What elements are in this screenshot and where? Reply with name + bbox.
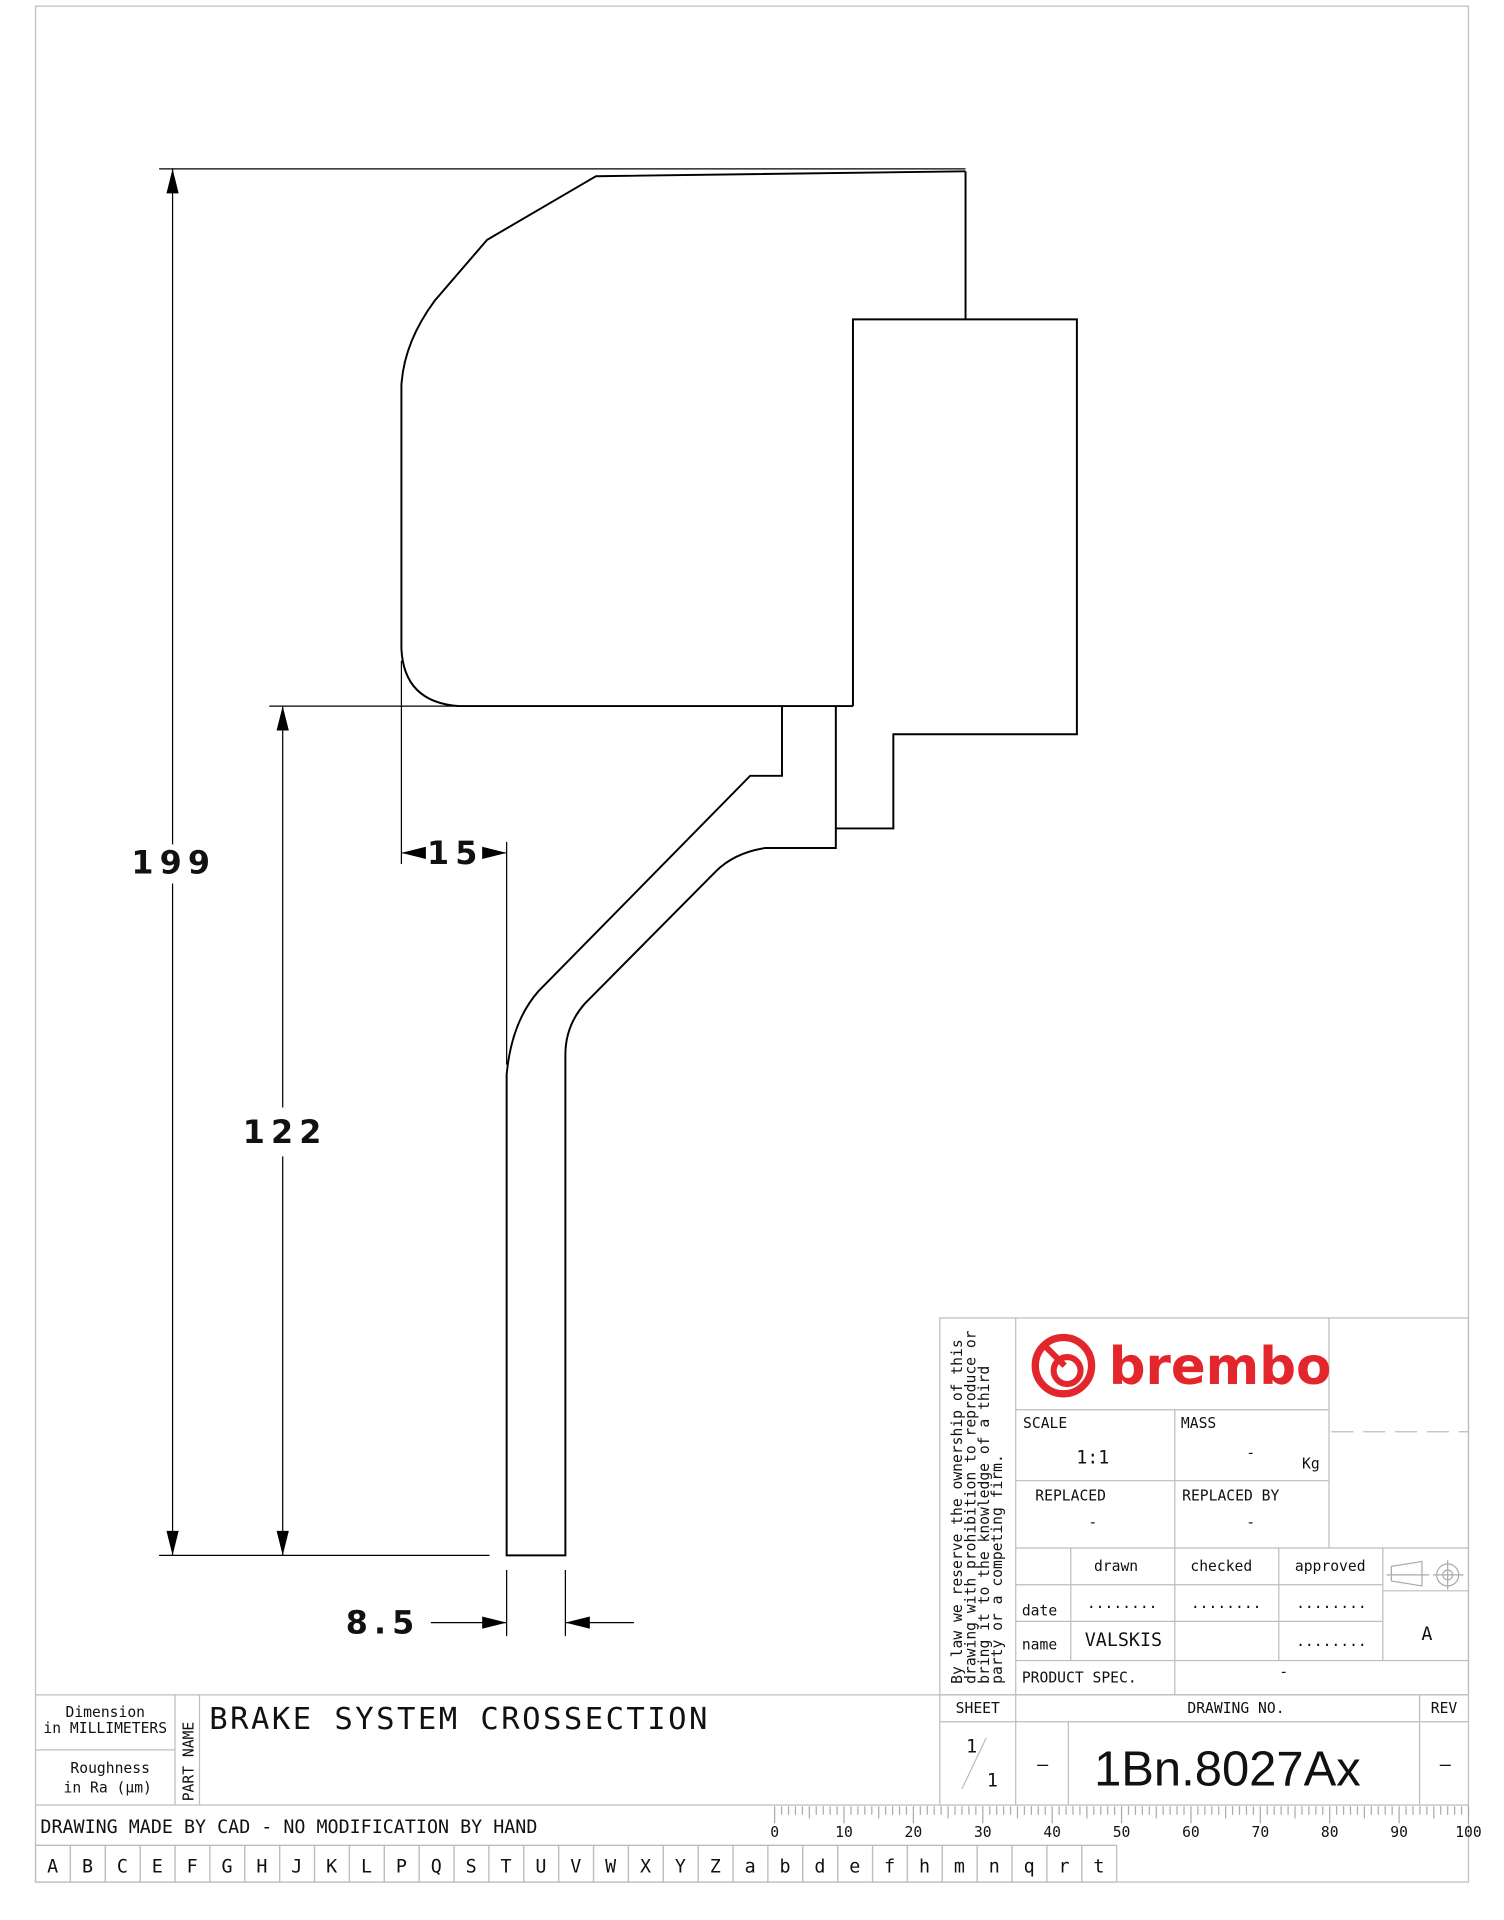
- replaced-label: REPLACED: [1035, 1487, 1106, 1504]
- name-label: name: [1022, 1637, 1057, 1654]
- scale-value: 1:1: [1076, 1448, 1109, 1469]
- letter-label: P: [396, 1856, 407, 1877]
- ruler-label: 70: [1251, 1824, 1269, 1841]
- letter-label: t: [1093, 1856, 1104, 1877]
- replaced-by-value: -: [1246, 1514, 1255, 1531]
- sheet-label: SHEET: [956, 1700, 1000, 1717]
- letter-label: b: [780, 1856, 791, 1877]
- legal-note: By law we reserve the ownership of this …: [949, 1330, 1006, 1683]
- ruler-label: 90: [1390, 1824, 1408, 1841]
- letter-label: V: [570, 1856, 581, 1877]
- replaced-by-label: REPLACED BY: [1182, 1487, 1279, 1504]
- roughness-unit: in Ra (µm): [64, 1780, 152, 1797]
- letter-label: Q: [431, 1856, 442, 1877]
- letter-label: n: [989, 1856, 1000, 1877]
- date-approved: ........: [1296, 1595, 1367, 1612]
- part-name: BRAKE SYSTEM CROSSECTION: [209, 1702, 710, 1737]
- sheet-slash: [961, 1737, 987, 1790]
- drawn-label: drawn: [1094, 1558, 1138, 1575]
- letter-label: e: [849, 1856, 860, 1877]
- letter-label: h: [919, 1856, 930, 1877]
- letter-label: r: [1059, 1856, 1070, 1877]
- letter-label: B: [82, 1856, 93, 1877]
- brembo-logo: brembo: [1031, 1333, 1332, 1398]
- rev-value: —: [1440, 1755, 1452, 1776]
- scale-ruler: 0 10 20 30 40 50 60 70 80 90 100: [770, 1806, 1482, 1841]
- scale-label: SCALE: [1023, 1415, 1067, 1432]
- ruler-label: 40: [1043, 1824, 1061, 1841]
- checked-label: checked: [1190, 1558, 1252, 1575]
- svg-text:brembo: brembo: [1109, 1337, 1332, 1397]
- letter-label: U: [535, 1856, 546, 1877]
- dim-overall-height: 199: [131, 844, 216, 882]
- mass-unit: Kg: [1302, 1455, 1320, 1472]
- replaced-value: -: [1088, 1514, 1097, 1531]
- letter-label: W: [605, 1856, 617, 1877]
- letter-label: A: [47, 1856, 58, 1877]
- letter-label: G: [222, 1856, 233, 1877]
- ruler-label: 100: [1455, 1824, 1482, 1841]
- projection-symbol-icon: [1386, 1560, 1464, 1590]
- ruler-label: 60: [1182, 1824, 1200, 1841]
- letter-label: a: [745, 1856, 756, 1877]
- letter-label: q: [1024, 1856, 1035, 1877]
- roughness-label: Roughness: [70, 1760, 150, 1777]
- dimension-lines: [159, 168, 966, 1637]
- drawing-number: 1Bn.8027Ax: [1094, 1742, 1361, 1796]
- svg-text:drawing with prohibition to re: drawing with prohibition to reproduce or: [962, 1330, 979, 1683]
- svg-text:bring it to the knowledge of a: bring it to the knowledge of a third: [976, 1366, 993, 1684]
- letter-label: F: [187, 1856, 198, 1877]
- part-outline: [400, 170, 1078, 1557]
- ruler-label: 50: [1113, 1824, 1131, 1841]
- drawing-no-label: DRAWING NO.: [1187, 1700, 1284, 1717]
- rev-label: REV: [1431, 1700, 1458, 1717]
- date-label: date: [1022, 1602, 1057, 1619]
- letter-label: X: [640, 1856, 651, 1877]
- dim-offset: 15: [427, 834, 483, 872]
- date-checked: ........: [1191, 1595, 1262, 1612]
- part-name-label: PART NAME: [180, 1722, 197, 1802]
- sheet-format: A: [1421, 1624, 1432, 1645]
- mass-value: -: [1246, 1444, 1255, 1461]
- letter-label: C: [117, 1856, 128, 1877]
- dimension-unit: in MILLIMETERS: [43, 1720, 167, 1737]
- approved-name: ........: [1296, 1633, 1367, 1650]
- letter-label: m: [954, 1856, 965, 1877]
- letter-label: H: [256, 1856, 267, 1877]
- letter-label: E: [152, 1856, 163, 1877]
- sheet-dash: —: [1037, 1755, 1049, 1776]
- svg-text:By law we reserve the ownershi: By law we reserve the ownership of this: [949, 1339, 966, 1684]
- ruler-label: 20: [905, 1824, 923, 1841]
- drawn-name: VALSKIS: [1085, 1630, 1162, 1651]
- ruler-label: 80: [1321, 1824, 1339, 1841]
- dim-lower-height: 122: [243, 1113, 328, 1151]
- date-drawn: ........: [1087, 1595, 1158, 1612]
- dimension-label: Dimension: [66, 1704, 146, 1721]
- dim-thickness: 8.5: [346, 1604, 421, 1642]
- letter-label: Z: [710, 1856, 721, 1877]
- sheet-total: 1: [987, 1771, 998, 1792]
- product-spec-value: -: [1279, 1663, 1288, 1680]
- letter-label: Y: [675, 1856, 686, 1877]
- letter-cell: [1081, 1844, 1118, 1883]
- ruler-label: 10: [835, 1824, 853, 1841]
- ruler-label: 0: [770, 1824, 779, 1841]
- letter-label: K: [326, 1856, 337, 1877]
- letter-label: S: [466, 1856, 477, 1877]
- cad-note: DRAWING MADE BY CAD - NO MODIFICATION BY…: [40, 1817, 537, 1838]
- letter-label: L: [361, 1856, 372, 1877]
- approved-label: approved: [1295, 1558, 1366, 1575]
- letter-label: f: [884, 1856, 895, 1877]
- product-spec-label: PRODUCT SPEC.: [1022, 1670, 1137, 1687]
- letter-label: T: [501, 1856, 512, 1877]
- sheet-number: 1: [966, 1736, 977, 1757]
- svg-text:party or a competing firm.: party or a competing firm.: [989, 1454, 1006, 1684]
- letter-label: J: [291, 1856, 302, 1877]
- ruler-label: 30: [974, 1824, 992, 1841]
- letter-label: d: [814, 1856, 825, 1877]
- mass-label: MASS: [1181, 1415, 1216, 1432]
